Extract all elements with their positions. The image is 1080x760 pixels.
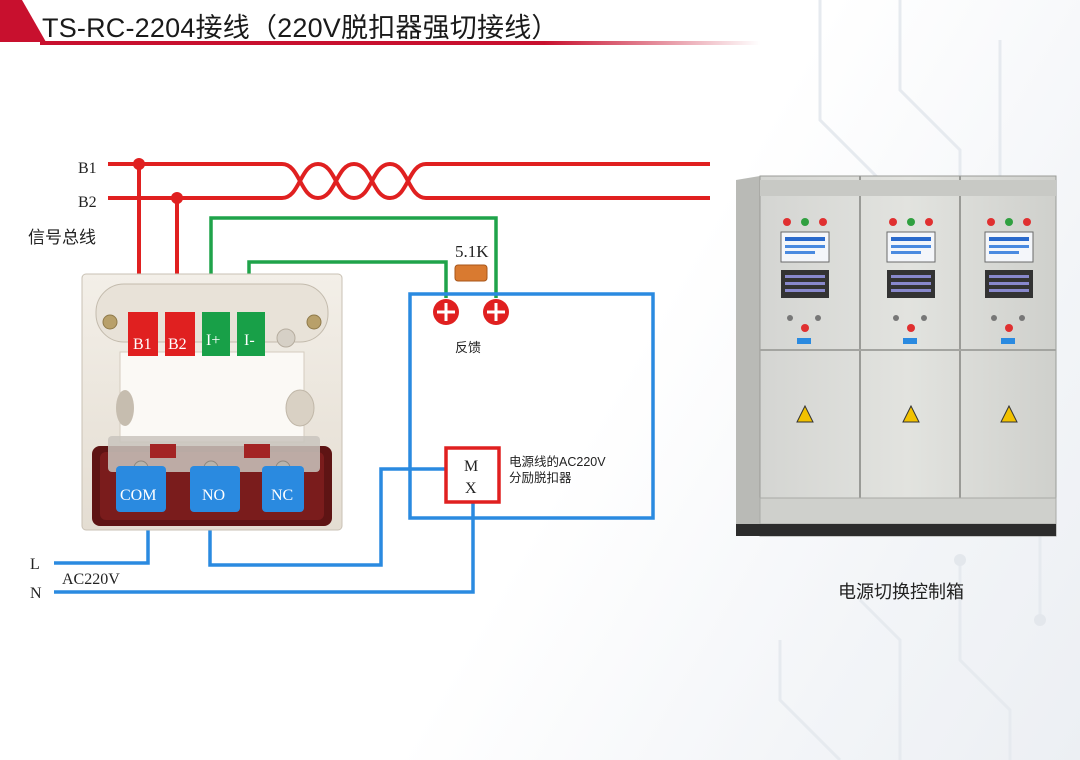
- title-banner: [0, 0, 760, 45]
- terminal-com-label: COM: [120, 487, 156, 504]
- terminal-i-minus-label: I-: [244, 332, 255, 349]
- bus-junction-b2: [171, 192, 183, 204]
- shunt-trip-desc-2: 分励脱扣器: [509, 470, 572, 485]
- feedback-terminal-right: [483, 299, 509, 325]
- terminal-b1-label: B1: [133, 336, 152, 353]
- bus-b2-label: B2: [78, 194, 97, 211]
- power-ac-label: AC220V: [62, 571, 120, 588]
- terminal-b1: B1: [128, 312, 158, 356]
- feedback-label: 反馈: [455, 340, 481, 355]
- terminal-b2: B2: [165, 312, 195, 356]
- shunt-trip-desc-1: 电源线的AC220V: [509, 454, 606, 469]
- signal-bus-label: 信号总线: [28, 228, 96, 247]
- bus-junction-b1: [133, 158, 145, 170]
- feedback-terminal-left: [433, 299, 459, 325]
- resistor-5k1: [454, 264, 488, 282]
- shunt-trip-x: X: [465, 480, 477, 497]
- power-l-label: L: [30, 556, 40, 573]
- cabinet-label: 电源切换控制箱: [838, 582, 964, 602]
- power-n-label: N: [30, 585, 42, 602]
- terminal-com: COM: [116, 466, 166, 512]
- terminal-b2-label: B2: [168, 336, 187, 353]
- terminal-no-label: NO: [202, 487, 225, 504]
- page-title: TS-RC-2204接线（220V脱扣器强切接线）: [42, 13, 559, 43]
- terminal-i-plus: I+: [202, 312, 230, 356]
- control-cabinet-image: [736, 175, 1057, 537]
- bus-b1-label: B1: [78, 160, 97, 177]
- terminal-i-minus: I-: [237, 312, 265, 356]
- terminal-nc-label: NC: [271, 487, 293, 504]
- terminal-nc: NC: [262, 466, 304, 512]
- shunt-trip-m: M: [464, 458, 478, 475]
- terminal-no: NO: [190, 466, 240, 512]
- resistor-label: 5.1K: [455, 242, 489, 261]
- shunt-trip-box: [444, 446, 501, 504]
- terminal-i-plus-label: I+: [206, 332, 220, 349]
